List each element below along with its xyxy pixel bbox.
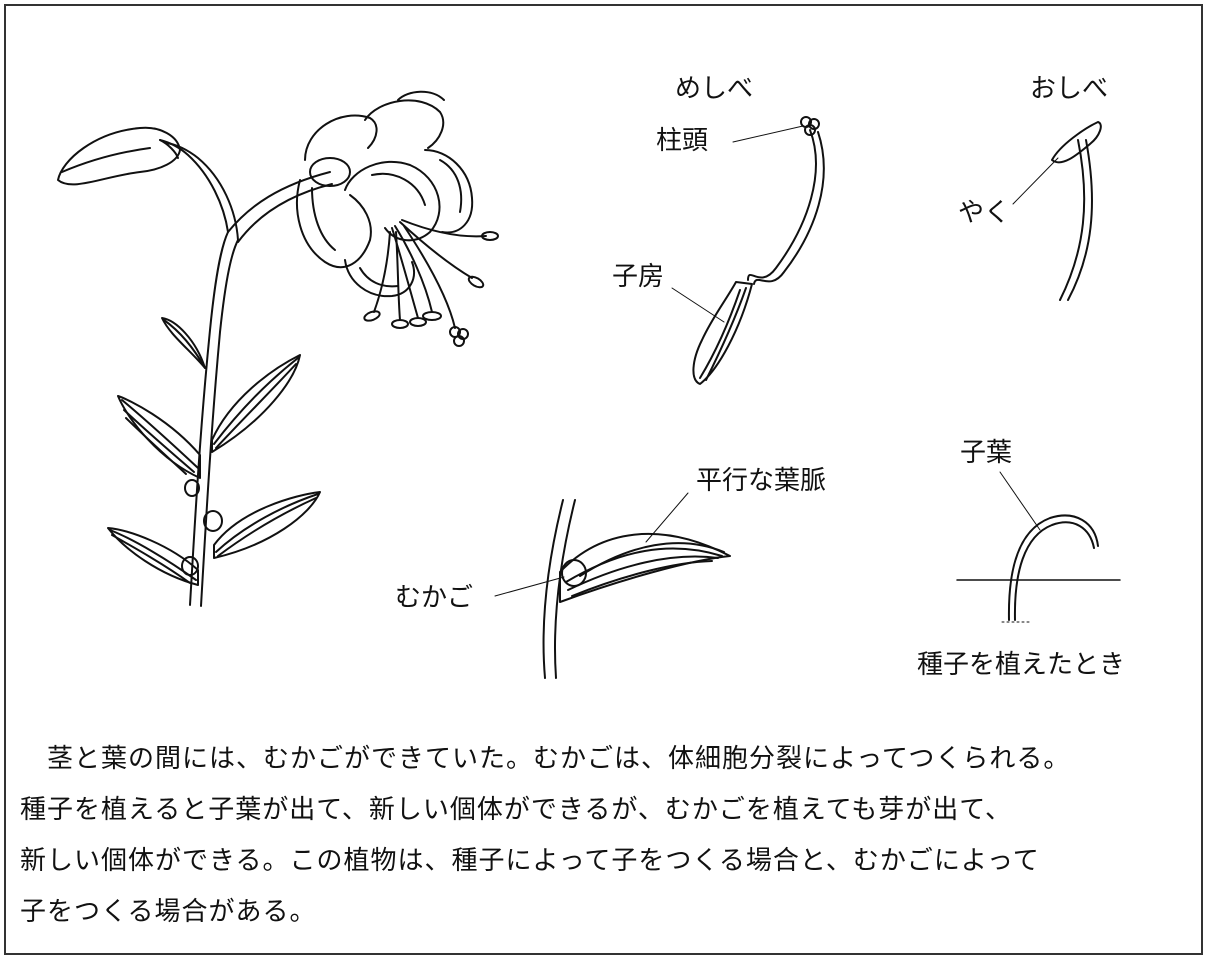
- anther-leader-line: [1013, 158, 1058, 204]
- pistil-title: めしべ: [675, 74, 754, 104]
- cotyledon-label: 子葉: [960, 438, 1013, 468]
- main-stem: [190, 232, 228, 605]
- plant-leaves: [108, 318, 320, 585]
- stamen-title: おしべ: [1030, 74, 1109, 104]
- caption-line: 子をつくる場合がある。: [20, 897, 317, 927]
- cotyledon-leader-line: [1000, 472, 1040, 530]
- lily-plant-drawing: [58, 92, 498, 606]
- caption-line: 茎と葉の間には、むかごができていた。むかごは、体細胞分裂によってつくられる。: [20, 744, 1071, 774]
- ovary-label: 子房: [612, 262, 665, 292]
- anther-label: やく: [958, 198, 1011, 228]
- bulbil-leader-line: [495, 577, 564, 596]
- stigma-leader-line: [733, 126, 803, 142]
- bulbil-label: むかご: [395, 583, 474, 613]
- ovary-leader-line: [672, 288, 724, 322]
- caption-line: 新しい個体ができる。この植物は、種子によって子をつくる場合と、むかごによって: [20, 846, 1040, 876]
- bulbil-drawing: [495, 493, 730, 678]
- seed-planted-label: 種子を植えたとき: [917, 650, 1126, 680]
- stigma-label: 柱頭: [656, 126, 709, 156]
- lily-flower: [297, 92, 498, 346]
- veins-label: 平行な葉脈: [696, 466, 827, 496]
- flower-bud: [58, 128, 180, 185]
- seedling-drawing: [957, 472, 1120, 622]
- caption-line: 種子を植えると子葉が出て、新しい個体ができるが、むかごを植えても芽が出て、: [20, 795, 1012, 825]
- stamen-drawing: [1013, 122, 1101, 300]
- veins-leader-line: [646, 493, 688, 542]
- figure-frame: [4, 4, 1203, 955]
- pistil-drawing: [672, 117, 824, 384]
